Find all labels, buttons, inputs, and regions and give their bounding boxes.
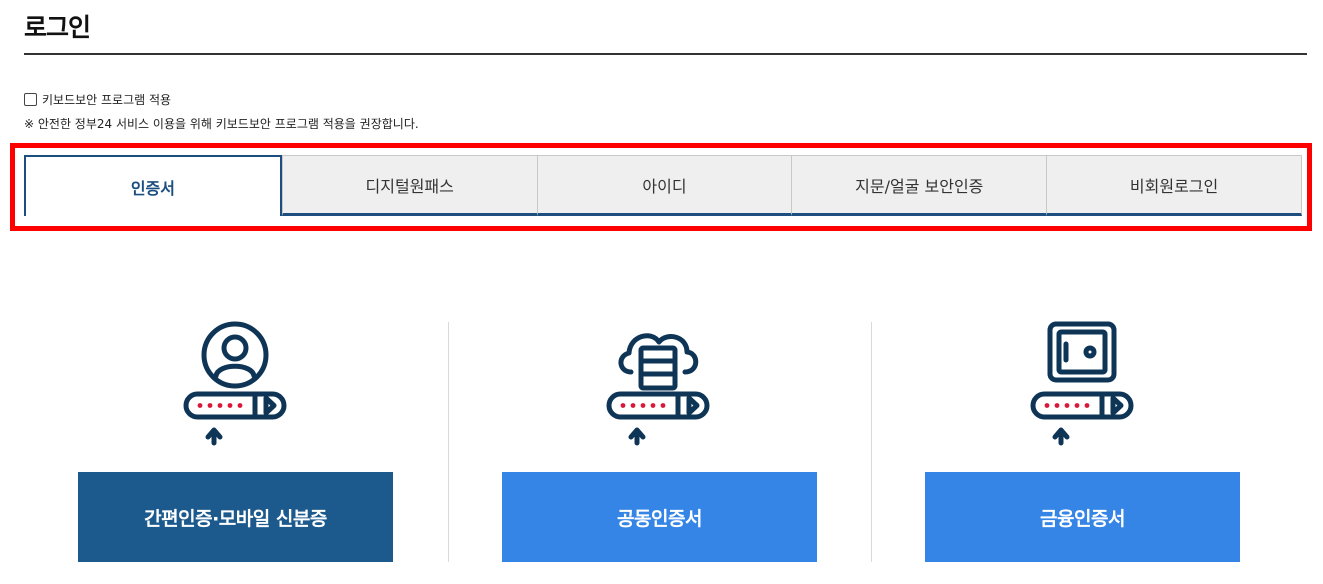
tab-digital-onepass[interactable]: 디지털원패스 <box>281 155 538 216</box>
cloud-server-login-icon <box>606 333 710 446</box>
keyboard-security-option[interactable]: 키보드보안 프로그램 적용 <box>24 91 171 108</box>
title-divider <box>24 53 1307 55</box>
financial-certificate-button[interactable]: 금융인증서 <box>925 472 1240 562</box>
keyboard-security-note: ※ 안전한 정부24 서비스 이용을 위해 키보드보안 프로그램 적용을 권장합… <box>24 117 419 131</box>
column-divider <box>448 322 449 562</box>
keyboard-security-checkbox[interactable] <box>24 93 37 106</box>
column-divider <box>871 322 872 562</box>
safe-login-icon <box>1030 321 1134 446</box>
simple-auth-mobile-id-button[interactable]: 간편인증·모바일 신분증 <box>78 472 393 562</box>
tab-guest-login[interactable]: 비회원로그인 <box>1047 155 1302 216</box>
keyboard-security-label: 키보드보안 프로그램 적용 <box>42 93 172 107</box>
tab-id[interactable]: 아이디 <box>537 155 793 216</box>
tab-certificate[interactable]: 인증서 <box>24 155 282 216</box>
tab-biometric[interactable]: 지문/얼굴 보안인증 <box>792 155 1048 216</box>
login-tabs: 인증서 디지털원패스 아이디 지문/얼굴 보안인증 비회원로그인 <box>24 155 1302 216</box>
joint-certificate-button[interactable]: 공동인증서 <box>502 472 817 562</box>
tab-highlight-frame <box>10 143 1312 231</box>
user-login-icon <box>183 321 287 446</box>
page-title: 로그인 <box>24 13 91 42</box>
